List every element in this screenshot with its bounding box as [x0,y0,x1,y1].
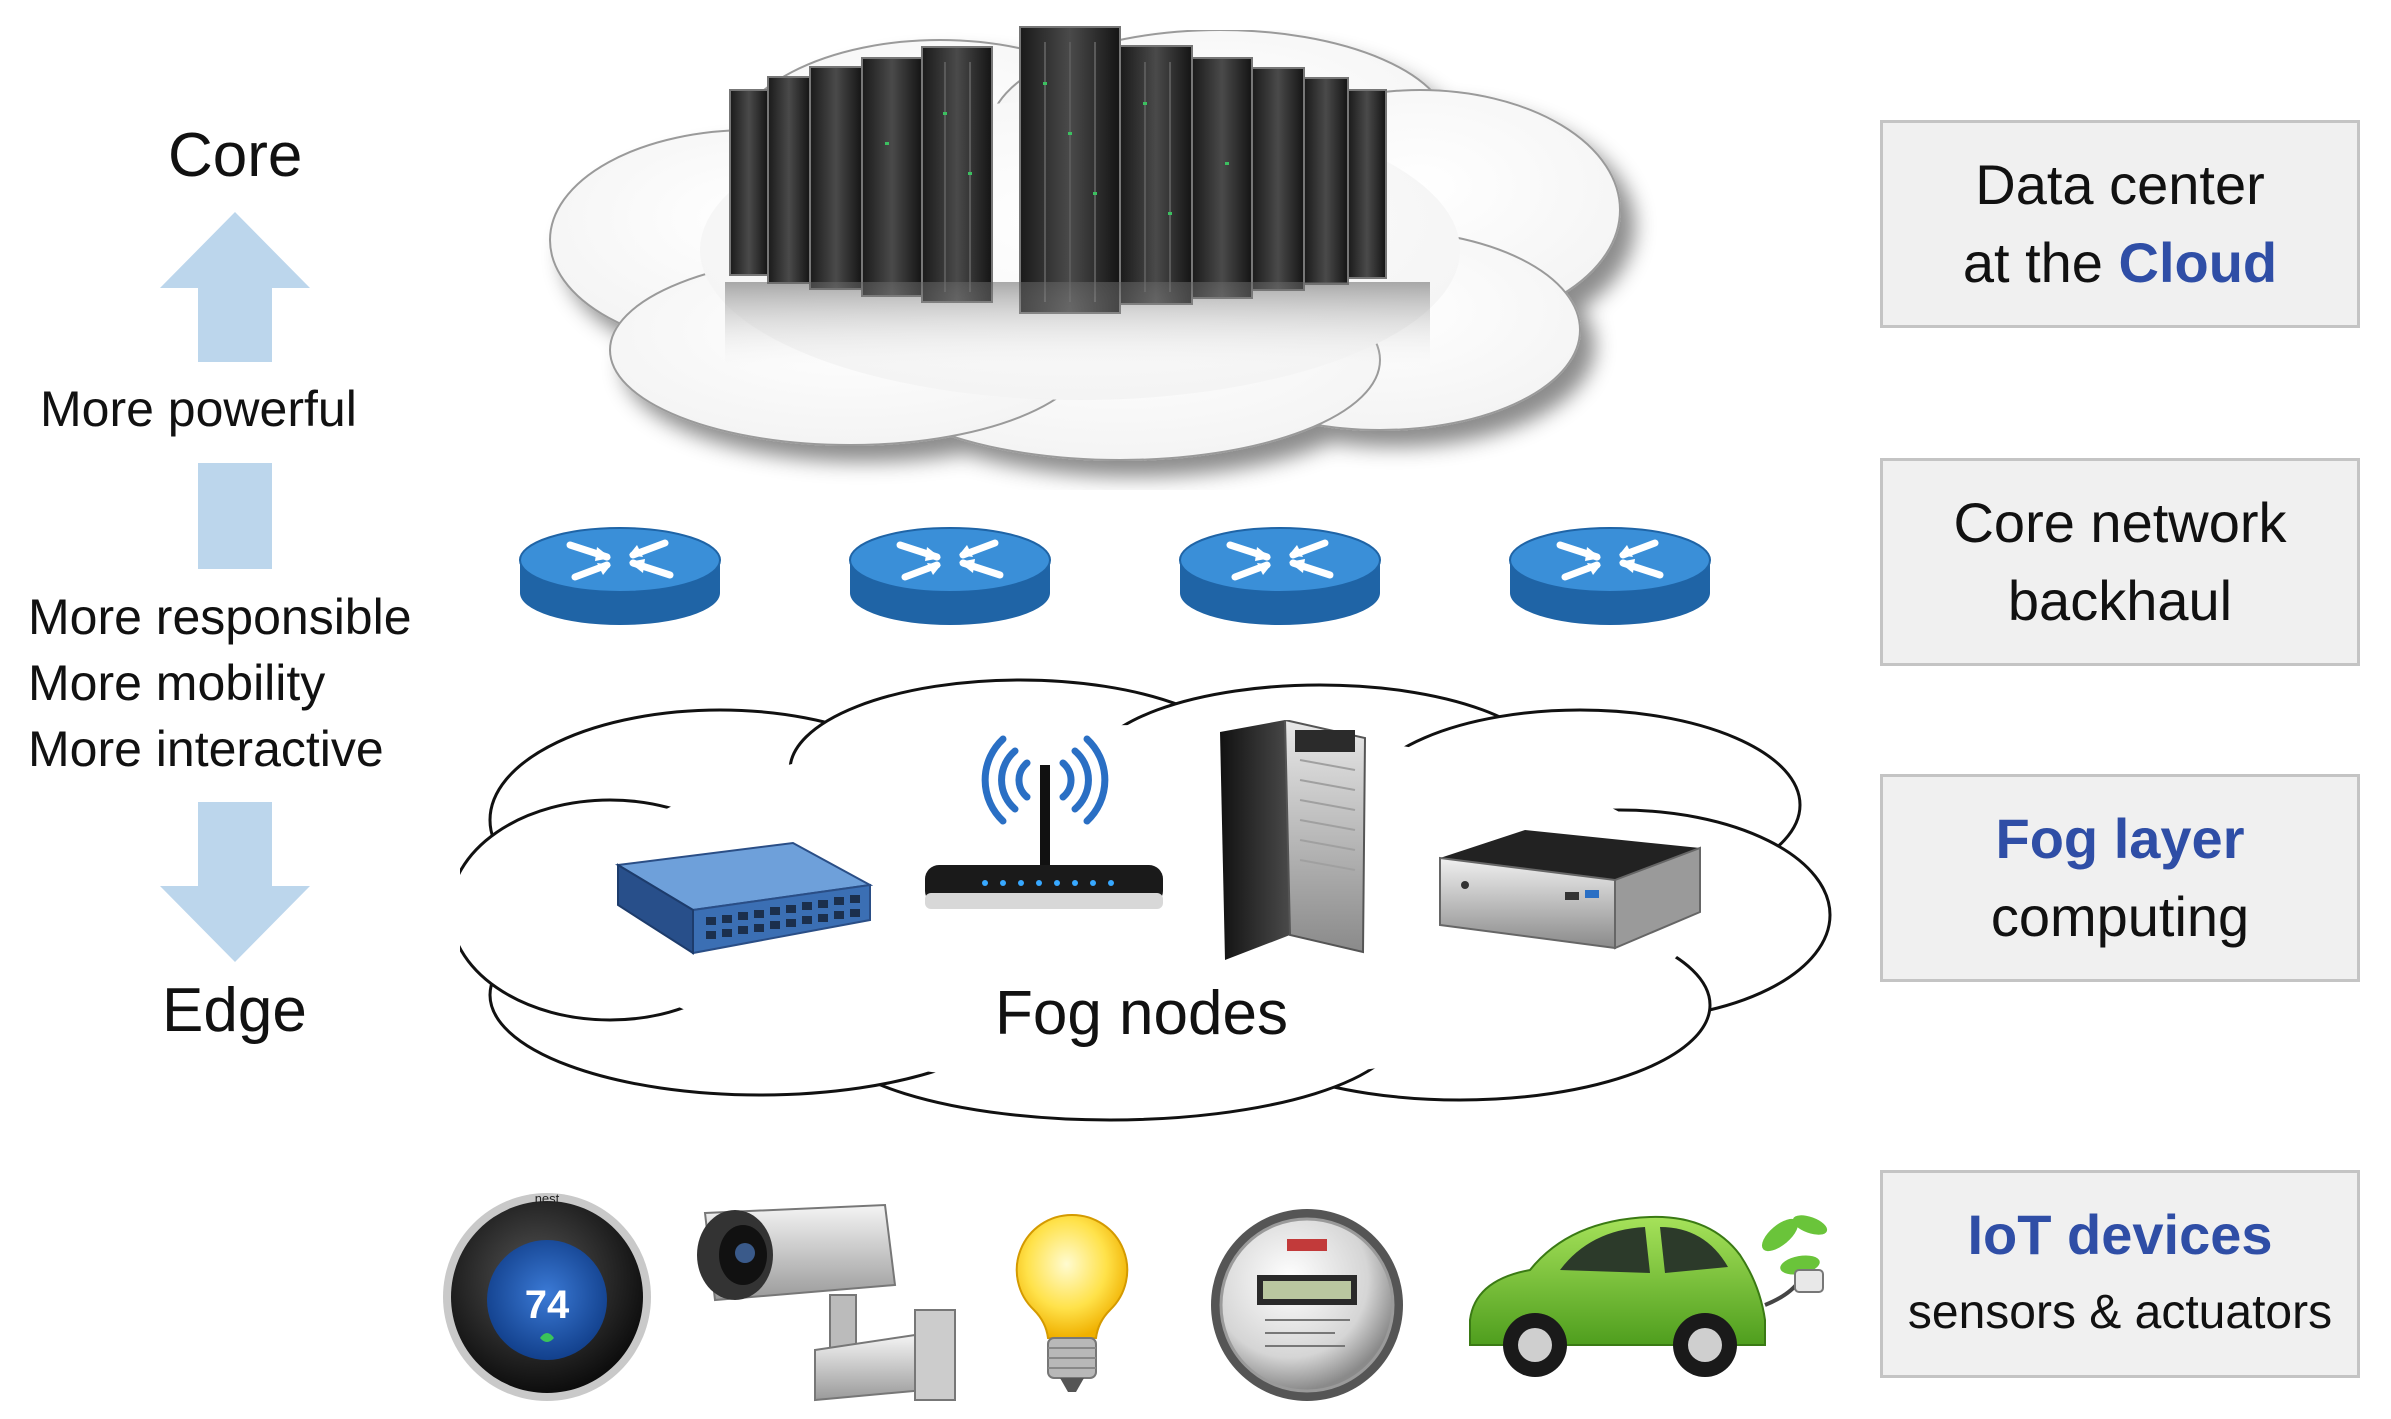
tower-server-icon [1220,720,1367,960]
edge-caption-1: More responsible [28,589,412,645]
security-camera-icon [697,1203,956,1402]
thermostat-icon: nest 74 [443,1191,651,1401]
core-network-box: Core network backhaul [1880,458,2360,666]
smart-meter-icon [1211,1209,1403,1401]
axis-top-label: Core [168,121,303,190]
arrow-shaft [198,463,272,569]
cloud-layer-line2-prefix: at the [1962,231,2119,294]
electric-car-icon [1469,1215,1828,1377]
edge-caption-2: More mobility [28,655,326,711]
fog-layer-line2: computing [1990,885,2250,948]
router-icon [519,527,721,625]
mini-pc-icon [1439,830,1701,950]
fog-layer-box: Fog layer computing [1880,774,2360,982]
core-network-line2: backhaul [2007,569,2233,632]
wifi-router-icon [925,735,1163,909]
cloud-layer-line1: Data center [1975,153,2265,216]
axis-bottom-label: Edge [162,976,307,1045]
fog-layer-highlight: Fog layer [1995,807,2245,870]
iot-layer-line2: sensors & actuators [1907,1286,2333,1339]
light-bulb-icon [1015,1213,1129,1392]
iot-layer-highlight: IoT devices [1967,1203,2273,1266]
iot-layer-box: IoT devices sensors & actuators [1880,1170,2360,1378]
cloud-highlight: Cloud [2118,231,2278,294]
fog-nodes-label: Fog nodes [995,979,1288,1048]
up-arrow-icon [160,212,310,362]
thermostat-temperature: 74 [525,1283,570,1327]
network-switch-icon [615,841,873,955]
router-icon [1179,527,1381,625]
down-arrow-icon [160,802,310,962]
server-rack-icon [725,26,1430,372]
edge-caption-3: More interactive [28,721,384,777]
router-icon [1509,527,1711,625]
cloud-layer-box: Data center at the Cloud [1880,120,2360,328]
more-powerful-label: More powerful [40,381,357,437]
router-icon [849,527,1051,625]
core-network-line1: Core network [1953,491,2287,554]
cloud-layer-line2: at the Cloud [1963,224,2277,302]
thermostat-brand: nest [535,1191,560,1206]
